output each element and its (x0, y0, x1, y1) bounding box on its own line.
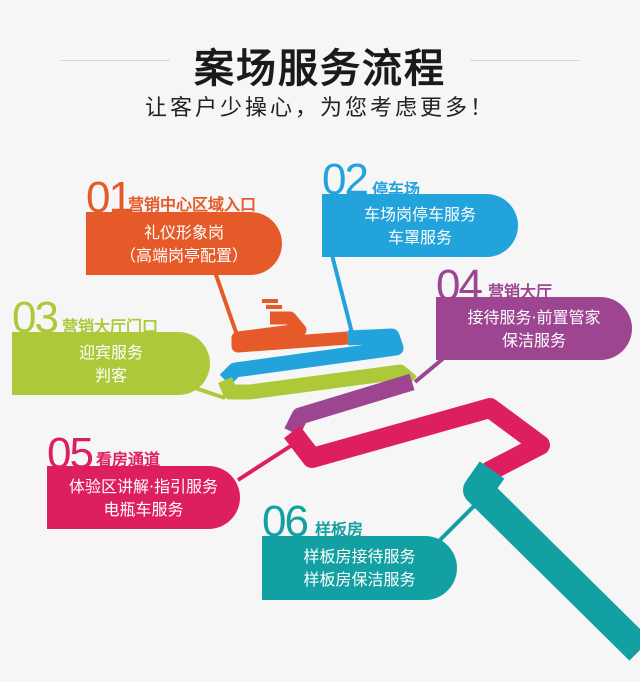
connector-02 (330, 254, 354, 334)
connector-03 (194, 386, 226, 400)
title-rule-left (60, 60, 170, 61)
step-05-line-2: 电瓶车服务 (103, 499, 184, 519)
connector-01 (213, 271, 240, 339)
step-03-line-1: 迎宾服务 (78, 342, 143, 362)
step-01-line-1: 礼仪形象岗 (143, 222, 224, 242)
road-stripes (262, 299, 282, 309)
step-06-title: 样板房 (315, 520, 364, 539)
step-01-box: 礼仪形象岗 （高端岗亭配置） (86, 212, 282, 275)
road-purple (284, 373, 415, 436)
step-02-box: 车场岗停车服务 车罩服务 (322, 194, 518, 257)
connector-04 (413, 355, 447, 384)
step-02-line-2: 车罩服务 (387, 227, 452, 247)
step-01-title: 营销中心区域入口 (128, 195, 257, 214)
step-04-line-2: 保洁服务 (501, 330, 566, 350)
step-03-title: 营销大厅门口 (62, 317, 159, 336)
title-rule-right (470, 60, 580, 61)
connector-05 (236, 438, 302, 482)
step-04-box: 接待服务·前置管家 保洁服务 (436, 297, 632, 360)
page-subtitle: 让客户少操心，为您考虑更多！ (144, 96, 495, 121)
road-orange (231, 311, 349, 353)
step-06-line-1: 样板房接待服务 (303, 547, 416, 566)
step-06-line-2: 样板房保洁服务 (303, 570, 416, 589)
step-05-title: 看房通道 (96, 450, 161, 469)
road-pink (284, 398, 550, 481)
page-title: 案场服务流程 (194, 46, 446, 92)
step-01-line-2: （高端岗亭配置） (119, 245, 248, 265)
step-03-line-2: 判客 (94, 365, 127, 385)
road-blue (219, 328, 404, 386)
step-05-box: 体验区讲解·指引服务 电瓶车服务 (47, 466, 240, 529)
step-05-line-1: 体验区讲解·指引服务 (68, 476, 219, 496)
step-06-box: 样板房接待服务 样板房保洁服务 (262, 536, 457, 600)
step-04-title: 营销大厅 (488, 282, 553, 301)
step-03-box: 迎宾服务 判客 (12, 332, 210, 395)
road-teal (463, 461, 640, 661)
step-04-line-1: 接待服务·前置管家 (467, 307, 601, 327)
step-02-line-1: 车场岗停车服务 (363, 204, 476, 224)
road-green (218, 364, 417, 400)
